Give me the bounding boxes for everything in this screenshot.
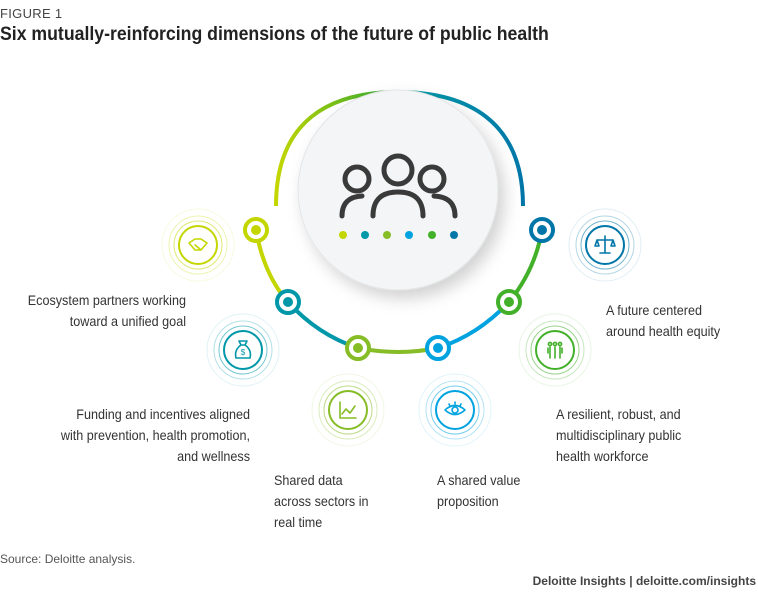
label-shared-value: A shared value proposition xyxy=(437,472,521,509)
medallion-6 xyxy=(568,208,642,282)
medallion-4 xyxy=(418,373,492,447)
svg-text:$: $ xyxy=(241,348,246,357)
node-1 xyxy=(243,217,269,243)
people-group-icon xyxy=(339,153,458,219)
node-2 xyxy=(275,289,301,315)
label-health-equity: A future centered around health equity xyxy=(606,302,721,339)
node-6 xyxy=(529,217,555,243)
label-funding-incentives: Funding and incentives aligned with prev… xyxy=(60,406,251,464)
color-dots xyxy=(339,231,458,239)
node-5 xyxy=(496,289,522,315)
money-bag-icon: $ xyxy=(234,340,252,359)
figure-title: Six mutually-reinforcing dimensions of t… xyxy=(0,24,549,45)
medallion-1 xyxy=(161,208,235,282)
nodes xyxy=(243,217,555,361)
node-4 xyxy=(425,335,451,361)
medallion-3 xyxy=(311,373,385,447)
figure-label: FIGURE 1 xyxy=(0,6,63,21)
brand-credit: Deloitte Insights | deloitte.com/insight… xyxy=(532,574,756,588)
label-workforce: A resilient, robust, and multidisciplina… xyxy=(556,406,682,464)
source-note: Source: Deloitte analysis. xyxy=(0,552,136,566)
scales-icon xyxy=(594,235,616,254)
medallion-2: $ xyxy=(206,313,280,387)
handshake-icon xyxy=(188,238,208,251)
workforce-icon xyxy=(547,341,563,359)
label-ecosystem-partners: Ecosystem partners working toward a unif… xyxy=(27,292,186,329)
eye-icon xyxy=(444,401,466,416)
line-chart-icon xyxy=(339,401,357,419)
medallion-5 xyxy=(518,313,592,387)
label-shared-data: Shared data across sectors in real time xyxy=(274,472,369,530)
node-3 xyxy=(345,335,371,361)
